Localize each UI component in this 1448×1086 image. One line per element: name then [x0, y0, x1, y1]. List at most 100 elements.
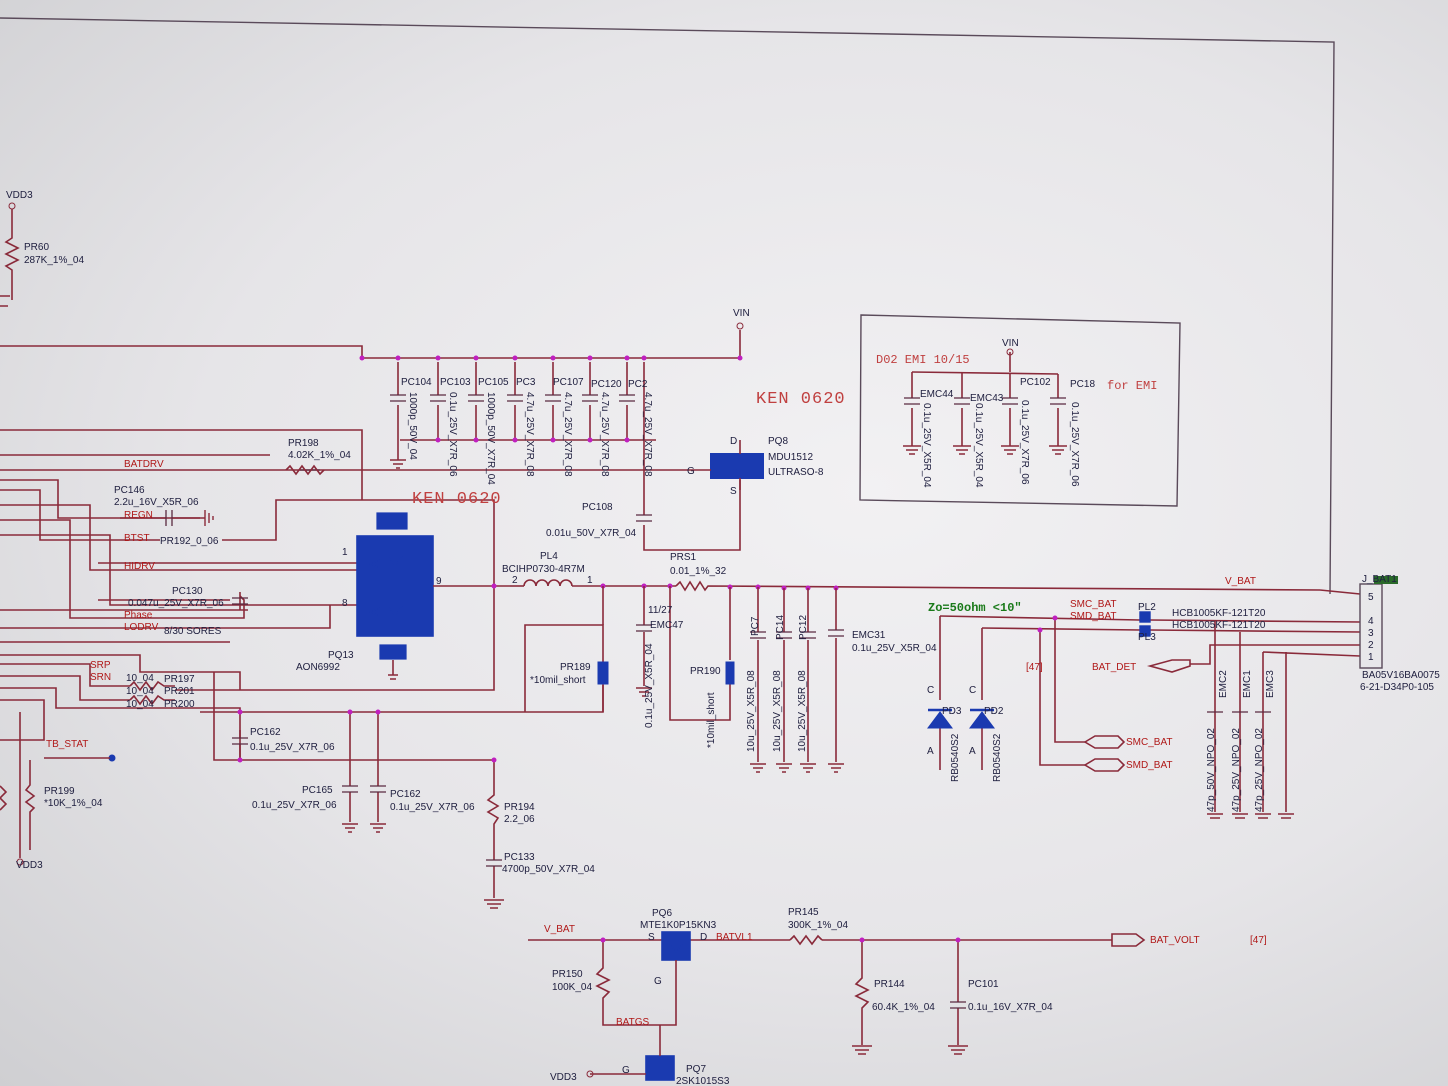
pq6-drain-pin: D [700, 932, 707, 943]
lodrv-label: LODRV [124, 622, 159, 633]
pc14-value: 10u_25V_X5R_08 [772, 670, 783, 752]
pr145-ref: PR145 [788, 907, 819, 918]
jbat-connector [1359, 576, 1398, 669]
ref-47-a: [47] [1026, 662, 1043, 673]
pc105-value: 1000p_50V_X7R_04 [485, 392, 496, 485]
pd3-cathode: C [927, 685, 934, 696]
jbat-pin-1: 1 [1368, 652, 1374, 663]
batvl1-label: BATVL1 [716, 932, 753, 943]
pq8-part: MDU1512 [768, 452, 813, 463]
pd2-anode: A [969, 746, 976, 757]
smd-bat-port: SMD_BAT [1126, 760, 1173, 771]
pr198-resistor [285, 464, 325, 476]
pq8-package: ULTRASO-8 [768, 467, 824, 478]
pc12-ref: PC12 [798, 615, 809, 640]
prs1-value: 0.01_1%_32 [670, 566, 727, 577]
emc31-ref: EMC31 [852, 630, 886, 641]
pq6-ref: PQ6 [652, 908, 672, 919]
pr199-ref: PR199 [44, 786, 75, 797]
pc102-value: 0.1u_25V_X7R_06 [1019, 400, 1030, 485]
pl4-ref: PL4 [540, 551, 558, 562]
pc2-ref: PC2 [628, 379, 648, 390]
zo-label: Zo=50ohm <10" [928, 601, 1022, 615]
pr194-value: 2.2_06 [504, 814, 535, 825]
smc-bat-label: SMC_BAT [1070, 599, 1117, 610]
emc44-value: 0.1u_25V_X5R_04 [921, 403, 932, 488]
pc18-note: for EMI [1107, 379, 1157, 393]
pr192-label: PR192_0_06 [160, 536, 219, 547]
pc162a-ref: PC162 [250, 727, 281, 738]
jbat-pin-2: 2 [1368, 640, 1374, 651]
pd2-ref: PD2 [984, 706, 1004, 717]
pl4-value: BCIHP0730-4R7M [502, 564, 585, 575]
pc120-value: 4.7u_25V_X7R_08 [599, 392, 610, 477]
vdd3-top-label: VDD3 [6, 190, 33, 201]
pin-2: 2 [512, 575, 518, 586]
pr200-ref: PR200 [164, 699, 195, 710]
emc1-ref: EMC1 [1242, 670, 1253, 698]
srp-label: SRP [90, 660, 111, 671]
vdd3-bottom-label: VDD3 [16, 860, 43, 871]
top-cap-bank [359, 355, 743, 551]
pc103-ref: PC103 [440, 377, 471, 388]
emc47-ref: EMC47 [650, 620, 684, 631]
pr201-ref: PR201 [164, 686, 195, 697]
pc101-value: 0.1u_16V_X7R_04 [968, 1002, 1053, 1013]
pc101-ref: PC101 [968, 979, 999, 990]
pq7-gate-pin: G [622, 1065, 630, 1076]
emc47-note: 11/27 [648, 605, 673, 616]
pr144-ref: PR144 [874, 979, 905, 990]
jbat-pin-4: 4 [1368, 616, 1374, 627]
pr190-ref: PR190 [690, 666, 721, 677]
pc105-ref: PC105 [478, 377, 509, 388]
r10-2: 10_04 [126, 686, 154, 697]
jbat-pin-5: 5 [1368, 592, 1374, 603]
emc3-ref: EMC3 [1265, 670, 1276, 698]
pr190-value: *10mil_short [706, 692, 717, 748]
pc3-value: 4.7u_25V_X7R_08 [524, 392, 535, 477]
emi-box [859, 314, 1181, 507]
tb-stat-label: TB_STAT [46, 739, 88, 750]
pc146-regn [98, 499, 495, 610]
hidrv-label: HIDRV [124, 561, 155, 572]
pq6-gate-pin: G [654, 976, 662, 987]
pq8-gate-pin: G [687, 466, 695, 477]
pr145-value: 300K_1%_04 [788, 920, 848, 931]
pc2-value: 4.7u_25V_X7R_08 [642, 392, 653, 477]
pc18-ref: PC18 [1070, 379, 1095, 390]
pc146-value: 2.2u_16V_X5R_06 [114, 497, 199, 508]
pc103-value: 0.1u_25V_X7R_06 [447, 392, 458, 477]
pc165-ref: PC165 [302, 785, 333, 796]
regn-label: REGN [124, 510, 153, 521]
prs1-ref: PRS1 [670, 552, 697, 563]
note-830: 8/30 SORES [164, 626, 222, 637]
pc3-ref: PC3 [516, 377, 536, 388]
pr194-ref: PR194 [504, 802, 535, 813]
pin-8: 8 [342, 598, 348, 609]
pl2-ref: PL2 [1138, 602, 1156, 613]
pr150-value: 100K_04 [552, 982, 592, 993]
jbat-ref: J_BAT1 [1362, 574, 1397, 585]
pc7-value: 10u_25V_X5R_08 [746, 670, 757, 752]
pc130-ref: PC130 [172, 586, 203, 597]
bat-volt-label: BAT_VOLT [1150, 935, 1200, 946]
smd-bat-label: SMD_BAT [1070, 611, 1117, 622]
pc14-ref: PC14 [775, 615, 786, 640]
jbat-part: BA05V16BA0075 [1362, 670, 1440, 681]
emc31-value: 0.1u_25V_X5R_04 [852, 643, 937, 654]
output-caps [750, 587, 844, 773]
lower-caps [232, 709, 504, 909]
emc43-ref: EMC43 [970, 393, 1004, 404]
pq8-ref: PQ8 [768, 436, 788, 447]
jbat-pin-3: 3 [1368, 628, 1374, 639]
emc2-value: 47p_50V_NPO_02 [1206, 728, 1217, 812]
btst-label: BTST [124, 533, 150, 544]
pc162b-ref: PC162 [390, 789, 421, 800]
diodes [927, 611, 1361, 770]
pl4-inductor [491, 579, 1361, 595]
pq7-part: 2SK1015S3 [676, 1076, 730, 1086]
ken-label-2: KEN 0620 [412, 490, 502, 509]
pin-1b: 1 [342, 547, 348, 558]
